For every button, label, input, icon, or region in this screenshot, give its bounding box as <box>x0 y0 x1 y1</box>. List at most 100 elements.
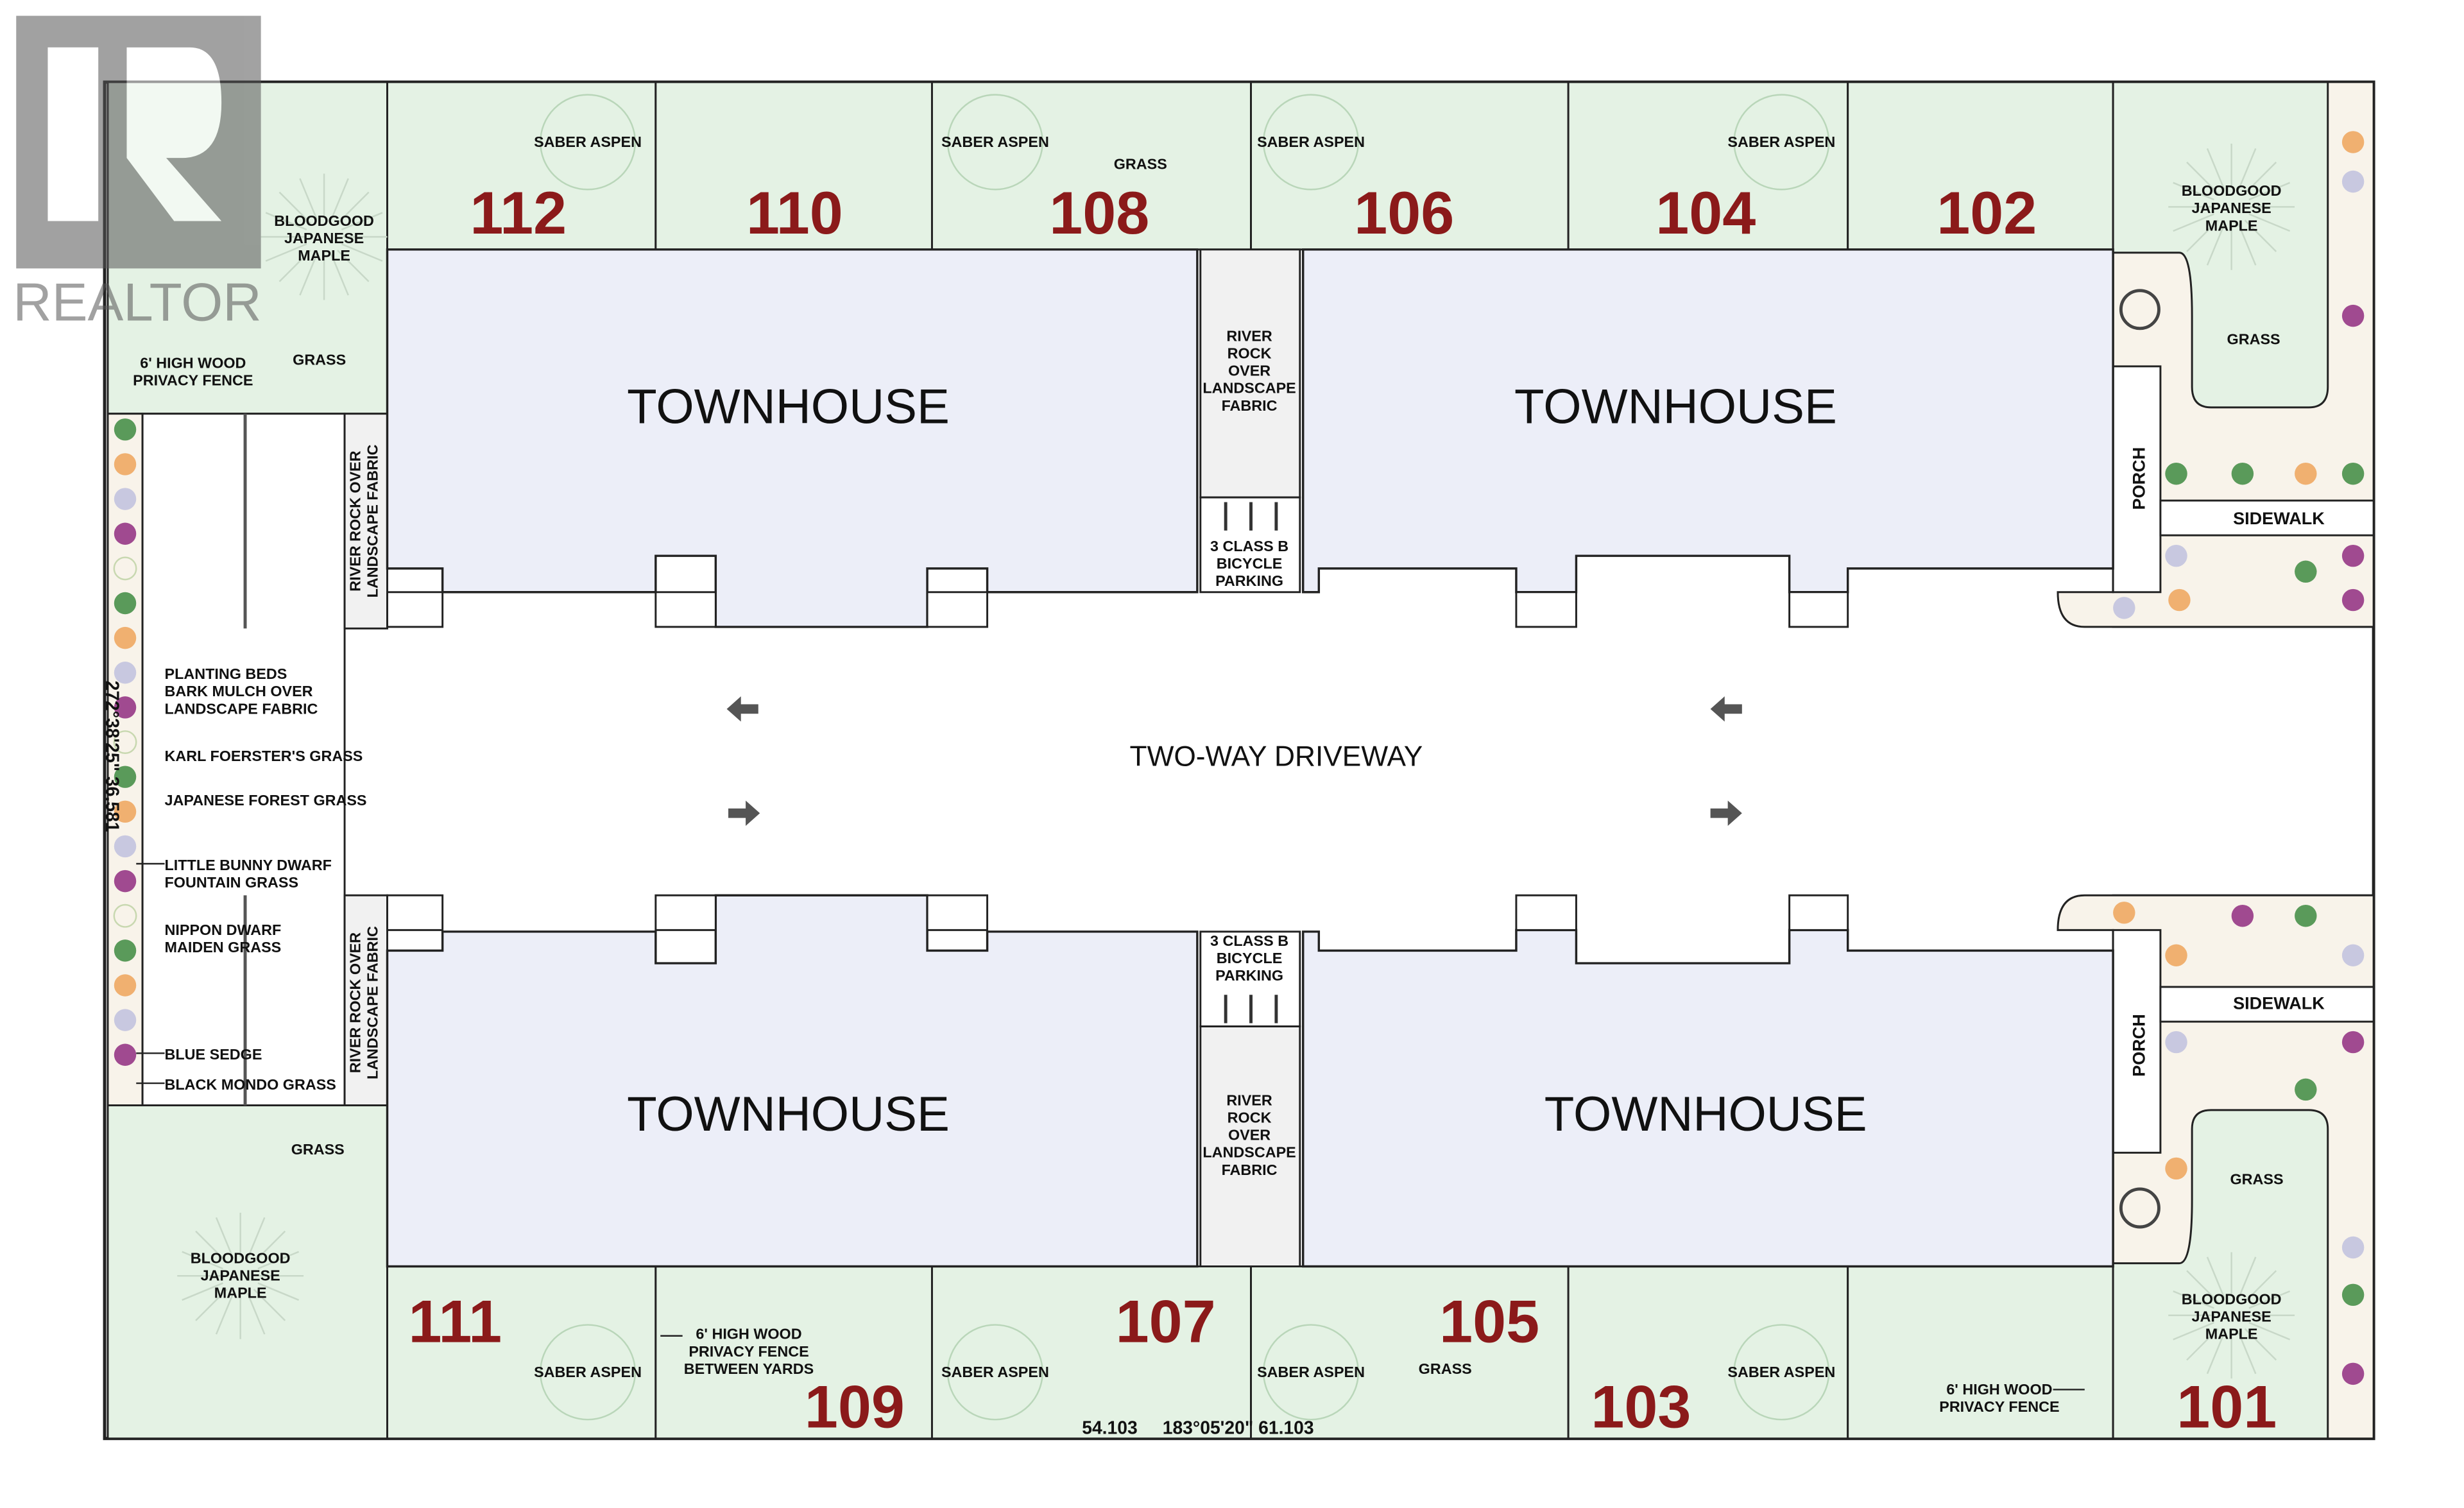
maple-icon <box>2248 182 2291 201</box>
townhouse-top-right <box>1302 248 2114 628</box>
shrub-icon <box>2341 1283 2365 1307</box>
bloodgood-maple-label: MAPLE <box>214 1285 267 1301</box>
maple-icon <box>215 1293 234 1335</box>
saber-aspen-icon <box>1262 1324 1360 1421</box>
maple-icon <box>341 212 383 230</box>
bloodgood-maple-label: JAPANESE <box>2192 200 2272 216</box>
svg-text:PRIVACY FENCE: PRIVACY FENCE <box>689 1343 809 1360</box>
shrub-icon <box>114 974 137 997</box>
bloodgood-maple-label: JAPANESE <box>201 1267 280 1284</box>
lot-106: 106 <box>1354 179 1454 246</box>
arrow-left-icon <box>726 696 758 722</box>
maple-icon <box>2237 1332 2257 1375</box>
svg-text:SABER ASPEN: SABER ASPEN <box>1257 1364 1365 1380</box>
maple-icon <box>2237 148 2257 190</box>
shrub-icon <box>114 592 137 615</box>
shrub-icon <box>2165 1157 2187 1180</box>
plant-symbols <box>113 94 2365 1421</box>
svg-text:RIVER: RIVER <box>1226 328 1272 345</box>
svg-text:GRASS: GRASS <box>1419 1360 1472 1377</box>
svg-text:ROCK: ROCK <box>1228 345 1272 362</box>
shrub-icon <box>114 662 137 684</box>
shrub-icon <box>114 835 137 858</box>
lot-101: 101 <box>2177 1373 2277 1441</box>
townhouse-top-left <box>386 248 1199 628</box>
maple-icon <box>182 1282 223 1301</box>
svg-text:BETWEEN YARDS: BETWEEN YARDS <box>684 1360 814 1377</box>
shrub-icon <box>2165 944 2187 966</box>
bloodgood-maple-label: JAPANESE <box>284 230 364 246</box>
svg-text:SABER ASPEN: SABER ASPEN <box>1727 1364 1835 1380</box>
maple-icon <box>2244 161 2277 194</box>
lot-102: 102 <box>1937 179 2037 246</box>
tree-ring <box>2119 1187 2160 1229</box>
maple-icon <box>246 1293 266 1335</box>
maple-icon <box>2248 1290 2291 1309</box>
realtor-logo-text: REALTOR <box>13 272 261 332</box>
maple-icon <box>299 178 318 220</box>
maple-icon <box>2186 219 2219 252</box>
svg-text:PRIVACY FENCE: PRIVACY FENCE <box>133 372 253 388</box>
townhouse-label: TOWNHOUSE <box>1544 1087 1867 1142</box>
top-yards <box>107 81 2375 628</box>
tree-ring <box>2119 289 2160 330</box>
svg-text:FOUNTAIN GRASS: FOUNTAIN GRASS <box>165 874 299 891</box>
maple-icon <box>341 243 383 262</box>
shrub-icon <box>2341 944 2365 966</box>
river-rock-side-top <box>343 413 388 630</box>
maple-icon <box>2244 1328 2277 1361</box>
bloodgood-maple-label: BLOODGOOD <box>274 212 374 229</box>
shrub-icon <box>114 939 137 962</box>
svg-text:LANDSCAPE FABRIC: LANDSCAPE FABRIC <box>364 926 381 1079</box>
lot-111: 111 <box>408 1288 502 1355</box>
maple-icon <box>278 191 312 225</box>
maple-icon <box>2248 1321 2291 1341</box>
svg-text:GRASS: GRASS <box>1114 155 1167 172</box>
svg-text:FABRIC: FABRIC <box>1222 1161 1278 1178</box>
svg-text:RIVER ROCK OVER: RIVER ROCK OVER <box>347 932 364 1073</box>
saber-aspen-icon <box>946 1324 1043 1421</box>
right-planting-bottom <box>2057 894 2375 1440</box>
saber-aspen-icon <box>1262 94 1360 191</box>
svg-text:BICYCLE: BICYCLE <box>1217 555 1283 572</box>
lot-104: 104 <box>1656 179 1756 246</box>
svg-text:SIDEWALK: SIDEWALK <box>2233 993 2325 1013</box>
shrub-icon <box>114 870 137 893</box>
bloodgood-maple-label: BLOODGOOD <box>2182 182 2282 199</box>
svg-text:GRASS: GRASS <box>2230 1171 2283 1188</box>
svg-text:LANDSCAPE: LANDSCAPE <box>1202 380 1296 397</box>
shrub-icon <box>114 626 137 649</box>
shrub-icon <box>113 730 137 754</box>
svg-text:PORCH: PORCH <box>2129 447 2148 510</box>
svg-text:PRIVACY FENCE: PRIVACY FENCE <box>1939 1398 2059 1415</box>
realtor-logo: REALTOR <box>13 15 262 332</box>
driveway-label: TWO-WAY DRIVEWAY <box>1130 741 1423 772</box>
svg-text:3 CLASS B: 3 CLASS B <box>1210 538 1288 554</box>
dimension-bottom-right: 183°05'20" 61.103 <box>1163 1417 1314 1437</box>
shrub-icon <box>2341 588 2365 612</box>
lot-108: 108 <box>1049 179 1149 246</box>
arrow-left-icon <box>1710 696 1742 722</box>
shrub-icon <box>114 766 137 788</box>
svg-text:BLUE SEDGE: BLUE SEDGE <box>165 1046 262 1063</box>
maple-icon <box>253 1230 286 1264</box>
shrub-icon <box>2231 462 2254 485</box>
saber-aspen-icon <box>539 94 637 191</box>
saber-aspen-icon <box>1733 94 1830 191</box>
grass-labels: GRASS GRASS GRASS GRASS GRASS GRASS <box>291 155 2284 1377</box>
saber-aspen-icon <box>1733 1324 1830 1421</box>
shrub-icon <box>2113 902 2135 924</box>
maple-icon <box>330 178 349 220</box>
maple-icon <box>2206 1332 2225 1375</box>
shrub-icon <box>114 1009 137 1031</box>
svg-text:BLACK MONDO GRASS: BLACK MONDO GRASS <box>165 1076 336 1093</box>
svg-text:OVER: OVER <box>1228 363 1270 379</box>
townhouse-label: TOWNHOUSE <box>627 1087 950 1142</box>
townhouse-label: TOWNHOUSE <box>627 379 950 434</box>
svg-text:BICYCLE: BICYCLE <box>1217 950 1283 966</box>
svg-text:PARKING: PARKING <box>1215 572 1283 589</box>
shrub-icon <box>2113 597 2135 619</box>
